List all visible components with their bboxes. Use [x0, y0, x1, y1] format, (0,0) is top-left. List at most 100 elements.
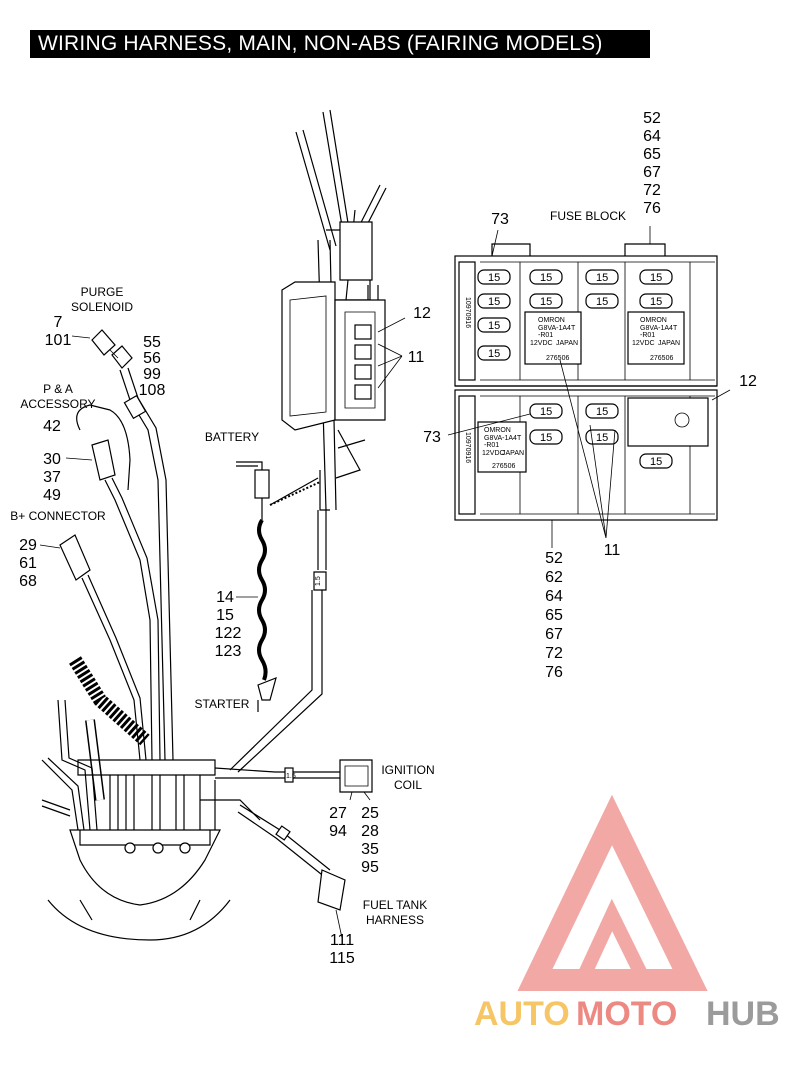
- callouts: 7 101 55 56 99 108 42 30 37 49 29 61 68 …: [19, 110, 757, 967]
- fuse: 15: [477, 293, 511, 309]
- callout: 111: [330, 932, 354, 949]
- callout: 94: [329, 823, 347, 840]
- callout: 29: [19, 537, 37, 554]
- callout: 42: [43, 418, 61, 435]
- fuse: 15: [529, 429, 563, 445]
- label-starter: STARTER: [195, 697, 250, 711]
- callout: 64: [643, 128, 661, 145]
- svg-text:15: 15: [488, 296, 500, 308]
- callout: 14: [216, 589, 234, 606]
- callout: 27: [329, 805, 347, 822]
- svg-text:12VDC: 12VDC: [530, 340, 553, 347]
- svg-text:OMRON: OMRON: [484, 427, 511, 434]
- svg-text:15: 15: [596, 272, 608, 284]
- label-ignition-coil: IGNITION: [381, 763, 434, 777]
- label-purge-solenoid: PURGE: [81, 285, 124, 299]
- relay: OMRON G8VA-1A4T -R01 12VDC JAPAN 276506: [627, 311, 685, 365]
- callout: 62: [545, 569, 563, 586]
- svg-text:15: 15: [540, 432, 552, 444]
- callout: 68: [19, 573, 37, 590]
- callout: 123: [215, 643, 242, 660]
- watermark-text: AUTO MOTO HUB: [474, 995, 780, 1033]
- svg-text:G8VA-1A4T: G8VA-1A4T: [538, 325, 576, 332]
- fuse: 15: [639, 269, 673, 285]
- callout: 37: [43, 469, 61, 486]
- label-fuse-block: FUSE BLOCK: [550, 209, 626, 223]
- callout: 95: [361, 859, 379, 876]
- svg-text:15: 15: [650, 296, 662, 308]
- svg-text:15: 15: [488, 320, 500, 332]
- svg-text:15: 15: [488, 348, 500, 360]
- svg-text:-R01: -R01: [484, 442, 499, 449]
- svg-text:JAPAN: JAPAN: [556, 340, 578, 347]
- callout: 49: [43, 487, 61, 504]
- svg-text:15: 15: [488, 272, 500, 284]
- callout: 72: [545, 645, 563, 662]
- label-purge-solenoid-2: SOLENOID: [71, 300, 133, 314]
- svg-text:15: 15: [650, 456, 662, 468]
- callout: 76: [643, 200, 661, 217]
- svg-text:-R01: -R01: [538, 332, 553, 339]
- svg-text:276506: 276506: [546, 355, 569, 362]
- svg-text:G8VA-1A4T: G8VA-1A4T: [640, 325, 678, 332]
- strip-code-bottom: 10970916: [464, 432, 471, 463]
- leader-lines: [39, 226, 731, 939]
- svg-text:JAPAN: JAPAN: [502, 450, 524, 457]
- callout: 99: [143, 366, 161, 383]
- fuse: 15: [529, 403, 563, 419]
- callout: 115: [329, 950, 355, 967]
- relay: OMRON G8VA-1A4T -R01 12VDC JAPAN 276506: [524, 311, 582, 365]
- strip-code-top: 10970916: [464, 297, 471, 328]
- fuse: 15: [585, 429, 619, 445]
- callout: 52: [545, 550, 563, 567]
- callout: 56: [143, 350, 161, 367]
- label-fuel-tank: FUEL TANK: [363, 898, 427, 912]
- svg-text:15: 15: [596, 432, 608, 444]
- callout: 12: [413, 305, 431, 322]
- callout: 11: [408, 349, 425, 366]
- solid-state-relay: [627, 397, 709, 447]
- label-ignition-coil-2: COIL: [394, 778, 422, 792]
- automotohub-logo: [517, 794, 708, 991]
- svg-text:HUB: HUB: [706, 995, 780, 1033]
- callout: 67: [643, 164, 661, 181]
- callout: 61: [19, 555, 37, 572]
- svg-text:OMRON: OMRON: [538, 317, 565, 324]
- relay: OMRON G8VA-1A4T -R01 12VDC JAPAN 276506: [477, 421, 527, 473]
- svg-text:MOTO: MOTO: [576, 995, 677, 1033]
- svg-text:G8VA-1A4T: G8VA-1A4T: [484, 435, 522, 442]
- svg-text:AUTO: AUTO: [474, 995, 570, 1033]
- callout: 122: [215, 625, 242, 642]
- callout: 52: [643, 110, 661, 127]
- fuse: 15: [477, 269, 511, 285]
- labels: PURGE SOLENOID P & A ACCESSORY B+ CONNEC…: [10, 209, 626, 927]
- label-fuel-tank-2: HARNESS: [366, 913, 424, 927]
- svg-text:12VDC: 12VDC: [632, 340, 655, 347]
- svg-text:15: 15: [596, 296, 608, 308]
- callout: 65: [545, 607, 563, 624]
- callout: 30: [43, 451, 61, 468]
- fuse: 15: [585, 403, 619, 419]
- callout: 12: [739, 373, 757, 390]
- fuse: 15: [529, 293, 563, 309]
- callout: 35: [361, 841, 379, 858]
- svg-text:-R01: -R01: [640, 332, 655, 339]
- svg-text:15: 15: [650, 272, 662, 284]
- callout: 65: [643, 146, 661, 163]
- callout: 72: [643, 182, 661, 199]
- callout: 28: [361, 823, 379, 840]
- callout: 73: [491, 211, 509, 228]
- fuse: 15: [639, 453, 673, 469]
- wire-tag-ign: 1.5: [286, 773, 296, 780]
- callout: 67: [545, 626, 563, 643]
- svg-text:276506: 276506: [650, 355, 673, 362]
- svg-text:15: 15: [596, 406, 608, 418]
- page-title: WIRING HARNESS, MAIN, NON-ABS (FAIRING M…: [30, 30, 650, 58]
- fuse: 15: [477, 345, 511, 361]
- callout: 108: [139, 382, 166, 399]
- callout: 25: [361, 805, 379, 822]
- callout: 7: [54, 314, 63, 331]
- label-battery: BATTERY: [205, 430, 259, 444]
- callout: 73: [423, 429, 441, 446]
